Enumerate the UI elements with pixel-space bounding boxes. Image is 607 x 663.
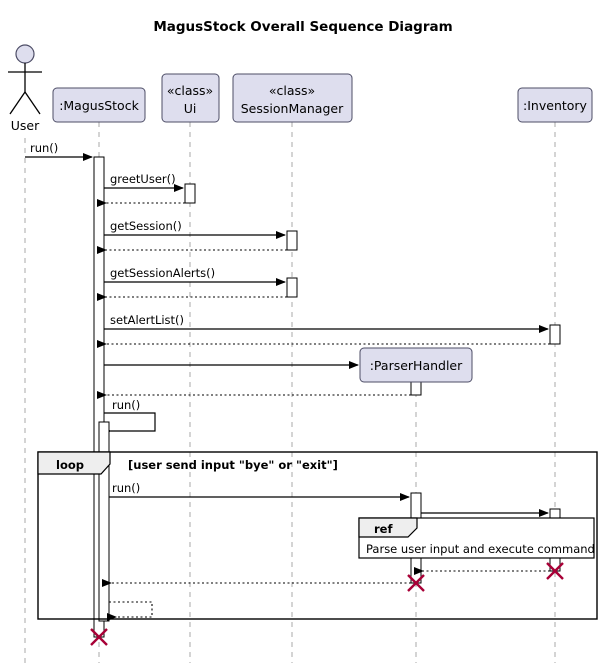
activation-parserhandler-create — [410, 381, 422, 396]
destroy-marker-magusstock — [90, 628, 108, 646]
message-label-run-parserhandler: run() — [112, 481, 140, 495]
actor-right-leg-icon — [24, 91, 41, 115]
participant-label-inventory: :Inventory — [523, 98, 588, 113]
actor-head-icon — [15, 44, 35, 64]
message-label-greetuser: greetUser() — [110, 172, 176, 186]
participant-magusstock[interactable]: :MagusStock — [52, 87, 146, 123]
participant-box-ui[interactable] — [161, 73, 220, 123]
participant-sessionmanager[interactable]: «class» SessionManager — [232, 73, 353, 123]
message-label-self-run: run() — [112, 398, 140, 412]
participant-label-parserhandler: :ParserHandler — [370, 358, 463, 373]
participant-box-sessionmanager[interactable] — [232, 73, 353, 123]
participant-box-inventory[interactable] — [517, 87, 593, 123]
fragment-ref: ref Parse user input and execute command — [358, 517, 595, 559]
participant-label-ui: Ui — [184, 101, 197, 116]
fragment-loop-frame — [37, 451, 598, 620]
message-label-getsession: getSession() — [110, 219, 182, 233]
participant-label-sessionmanager: SessionManager — [241, 101, 344, 116]
activation-magusstock-nested — [98, 421, 110, 622]
participant-box-magusstock[interactable] — [52, 87, 146, 123]
message-arrow-self-run — [102, 412, 156, 435]
destroy-markers-group — [90, 562, 564, 646]
fragment-ref-tag-shape — [358, 517, 418, 538]
messages-loop-group: run() — [109, 481, 549, 517]
participant-inventory[interactable]: :Inventory — [517, 87, 593, 123]
participant-stereotype-sessionmanager: «class» — [269, 83, 315, 98]
messages-prelude-group: run() greetUser() getSession() getSessio… — [25, 141, 550, 399]
fragment-loop-tag-label: loop — [56, 458, 84, 472]
fragment-ref-tag-label: ref — [374, 522, 393, 536]
participant-ui[interactable]: «class» Ui — [161, 73, 220, 123]
actor-label-user: User — [11, 118, 40, 133]
message-label-run-user: run() — [30, 141, 58, 155]
activation-inventory-setalertlist — [549, 324, 561, 345]
message-label-setalertlist: setAlertList() — [110, 313, 184, 327]
message-label-getsessionalerts: getSessionAlerts() — [110, 266, 215, 280]
activation-sessionmanager-getsessionalerts — [286, 277, 298, 298]
participant-parserhandler[interactable]: :ParserHandler — [359, 347, 473, 383]
fragment-loop-condition-label: [user send input "bye" or "exit"] — [128, 458, 338, 472]
actor-left-leg-icon — [9, 91, 26, 115]
fragment-ref-body-label: Parse user input and execute command — [366, 542, 595, 556]
activation-sessionmanager-getsession — [286, 230, 298, 251]
participant-stereotype-ui: «class» — [167, 83, 213, 98]
destroy-marker-inventory — [546, 562, 564, 580]
self-message-run-magusstock: run() — [102, 398, 156, 435]
destroy-marker-parserhandler — [407, 574, 425, 592]
participant-box-parserhandler[interactable] — [359, 347, 473, 383]
message-arrow-self-loopback — [107, 601, 153, 621]
participant-label-magusstock: :MagusStock — [59, 98, 139, 113]
actor-user[interactable]: User — [8, 44, 42, 133]
fragment-loop-tag-shape — [37, 451, 111, 475]
page-title: MagusStock Overall Sequence Diagram — [153, 19, 452, 35]
messages-loop-returns-group — [102, 567, 550, 621]
activation-ui-greetuser — [184, 183, 196, 204]
fragment-loop: loop [user send input "bye" or "exit"] — [37, 451, 598, 620]
